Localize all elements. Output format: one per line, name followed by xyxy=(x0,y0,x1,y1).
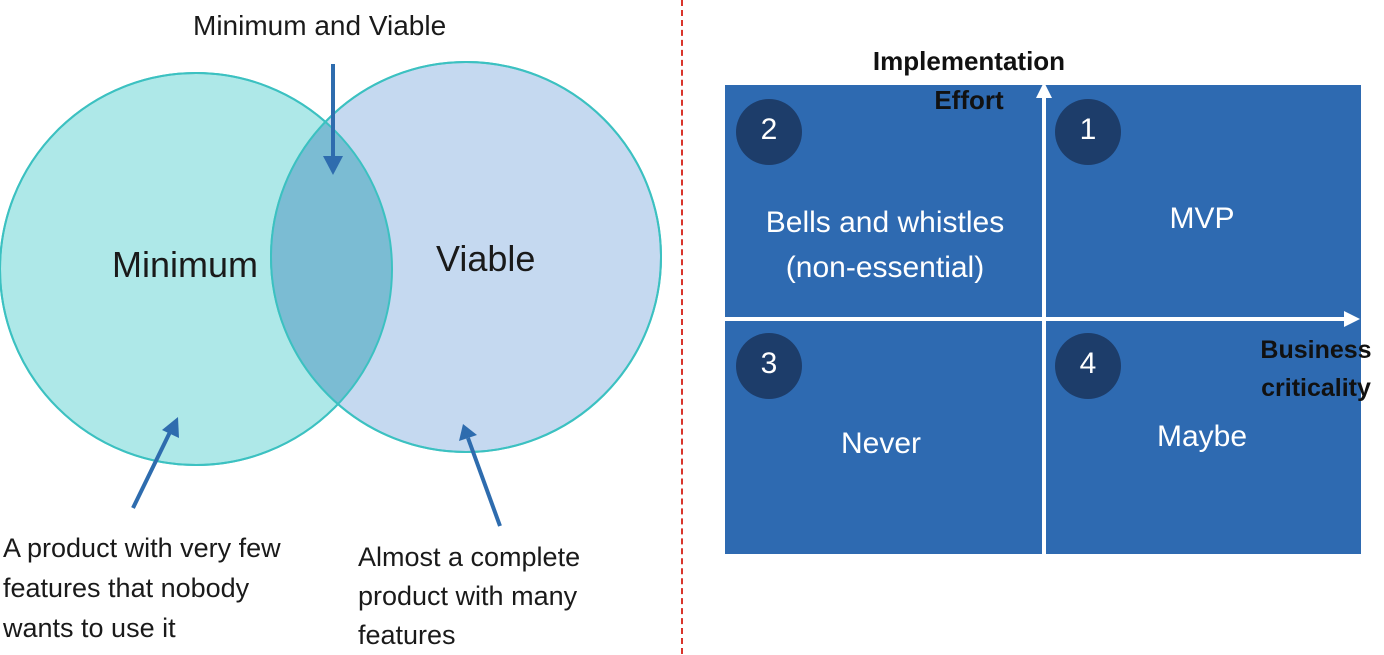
y-axis-label: Implementation Effort xyxy=(860,42,1078,120)
minimum-description-line: wants to use it xyxy=(3,613,176,643)
viable-description-line: features xyxy=(358,620,456,650)
viable-description-line: product with many xyxy=(358,581,578,611)
viable-description: Almost a complete product with many feat… xyxy=(358,538,580,655)
quadrant-2-text-line: (non-essential) xyxy=(785,251,985,284)
badge-1 xyxy=(1055,99,1121,165)
badge-2 xyxy=(736,99,802,165)
minimum-description-line: features that nobody xyxy=(3,573,250,603)
badge-3 xyxy=(736,333,802,399)
right-desc-arrow xyxy=(466,437,502,527)
minimum-description-line: A product with very few xyxy=(3,533,281,563)
viable-label: Viable xyxy=(436,238,536,279)
quadrant-3-number: 3 xyxy=(760,347,778,380)
quadrant-1-number: 1 xyxy=(1079,113,1097,146)
x-axis-label-line: Business xyxy=(1260,336,1372,364)
x-axis-label-line: criticality xyxy=(1261,374,1371,402)
quadrant-2-text-line: Bells and whistles xyxy=(765,206,1005,239)
quadrant-3-text: Never xyxy=(840,427,922,460)
y-axis-label-line: Implementation xyxy=(872,46,1066,76)
quadrant-2-text: Bells and whistles (non-essential) xyxy=(727,200,1043,290)
viable-description-line: Almost a complete xyxy=(358,542,581,572)
left-desc-arrow xyxy=(131,429,173,509)
quadrant-1-text: MVP xyxy=(1169,202,1235,235)
badge-4 xyxy=(1055,333,1121,399)
matrix-axes xyxy=(725,82,1360,554)
divider xyxy=(681,0,683,654)
minimum-label: Minimum xyxy=(112,244,259,285)
minimum-description: A product with very few features that no… xyxy=(3,528,281,648)
venn-diagram xyxy=(0,61,662,527)
y-axis-label-line: Effort xyxy=(934,85,1004,115)
x-axis-label: Business criticality xyxy=(1251,331,1381,407)
quadrant-4-text: Maybe xyxy=(1156,420,1248,453)
overlap-label: Minimum and Viable xyxy=(193,10,447,41)
quadrant-4-number: 4 xyxy=(1079,347,1097,380)
quadrant-2-number: 2 xyxy=(760,113,778,146)
